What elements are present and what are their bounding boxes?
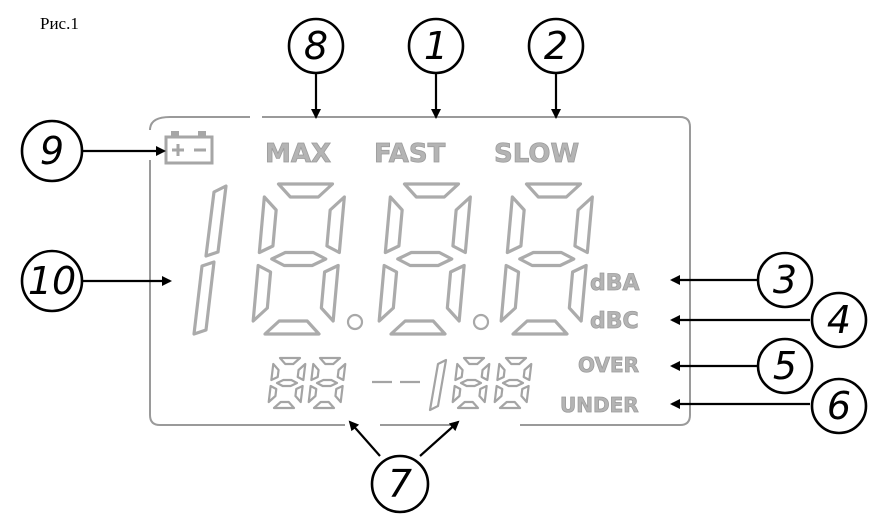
callout-9: 9 bbox=[20, 119, 84, 183]
svg-text:5: 5 bbox=[773, 344, 797, 388]
main-digits bbox=[251, 182, 594, 336]
half-digit bbox=[192, 184, 228, 336]
callout-6: 6 bbox=[810, 377, 868, 435]
decimal-point-2 bbox=[472, 313, 490, 331]
main-digit-3 bbox=[499, 182, 594, 336]
svg-text:4: 4 bbox=[827, 298, 851, 342]
decimal-point-1 bbox=[346, 313, 364, 331]
svg-text:2: 2 bbox=[544, 24, 568, 68]
max-indicator: MAX bbox=[265, 139, 331, 169]
svg-text:10: 10 bbox=[28, 259, 76, 303]
callout-7: 7 bbox=[370, 454, 430, 514]
svg-text:8: 8 bbox=[304, 24, 328, 68]
leader-7b bbox=[419, 420, 460, 457]
leader-7a bbox=[348, 420, 381, 457]
main-digit-1 bbox=[251, 182, 346, 336]
callout-5: 5 bbox=[756, 337, 814, 395]
svg-text:7: 7 bbox=[388, 462, 412, 506]
slow-indicator: SLOW bbox=[494, 139, 579, 169]
callout-8: 8 bbox=[287, 17, 345, 75]
callout-4: 4 bbox=[810, 291, 868, 349]
svg-text:9: 9 bbox=[40, 129, 64, 173]
callout-10: 10 bbox=[20, 249, 84, 313]
svg-text:6: 6 bbox=[827, 384, 851, 428]
dbc-indicator: dBC bbox=[590, 309, 639, 334]
over-indicator: OVER bbox=[578, 353, 639, 377]
dba-indicator: dBA bbox=[590, 271, 640, 296]
under-indicator: UNDER bbox=[560, 393, 639, 417]
main-digit-2 bbox=[377, 182, 472, 336]
range-digit-2 bbox=[307, 356, 347, 410]
callout-2: 2 bbox=[527, 17, 585, 75]
figure-title: Рис.1 bbox=[40, 14, 79, 33]
svg-text:3: 3 bbox=[773, 258, 797, 302]
range-digit-3 bbox=[451, 356, 491, 410]
range-one-digit bbox=[428, 358, 448, 412]
fast-indicator: FAST bbox=[374, 139, 446, 169]
range-digit-4 bbox=[493, 356, 533, 410]
lcd-frame bbox=[149, 116, 691, 426]
range-digits bbox=[267, 356, 533, 410]
callout-1: 1 bbox=[407, 17, 465, 75]
range-digit-1 bbox=[267, 356, 307, 410]
svg-text:1: 1 bbox=[424, 24, 448, 68]
callout-3: 3 bbox=[756, 251, 814, 309]
battery-icon bbox=[164, 131, 214, 165]
